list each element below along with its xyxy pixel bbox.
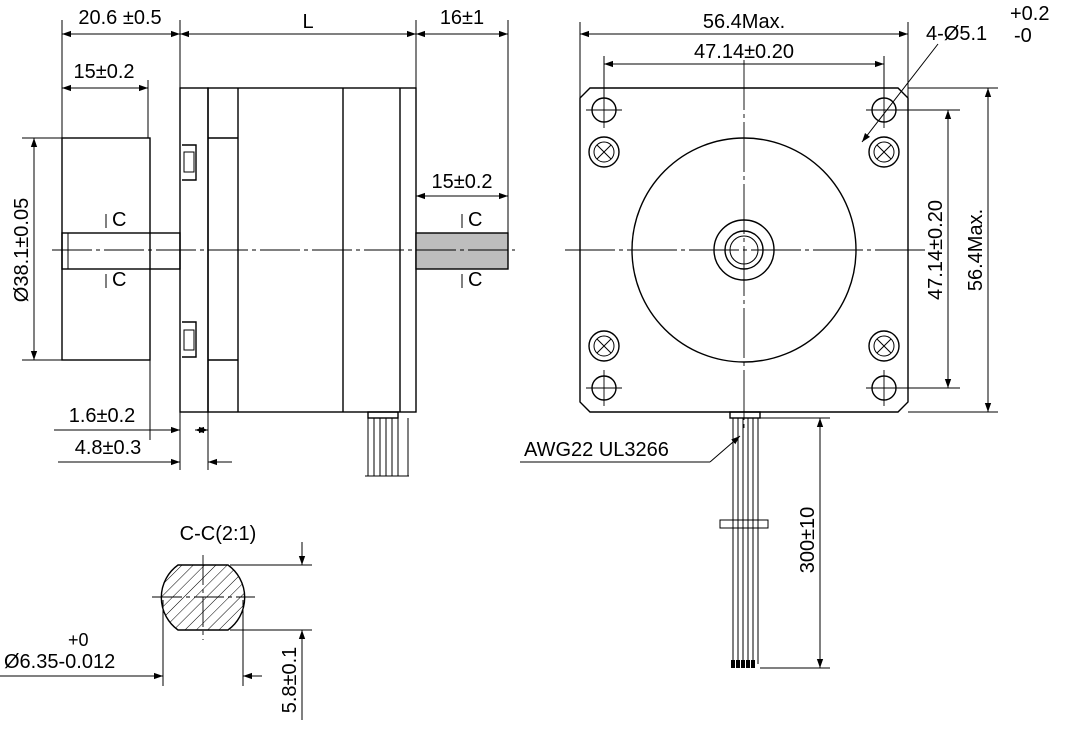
dim-overall-height: 56.4Max. [965,209,987,291]
wire-label: AWG22 UL3266 [524,439,669,461]
section-mark-front-bottom: C [112,269,126,291]
dim-front-shaft-flat: 15±0.2 [73,61,134,83]
front-view: 56.4Max. 47.14±0.20 4-Ø5.1 +0.2 -0 47.14… [520,3,1049,669]
dim-lead-length: 300±10 [797,507,819,574]
side-view: 20.6 ±0.5 L 16±1 15±0.2 15±0.2 C C C C Ø… [11,7,515,477]
section-mark-rear-top: C [468,209,482,231]
dim-shaft-diameter: Ø6.35-0.012 [4,651,115,673]
flange-tab-lower [182,321,197,358]
lead-wires-front [719,418,769,668]
dim-holes-tol-lower: -0 [1014,25,1032,47]
front-lead-connector [729,411,761,419]
dim-rear-shaft-flat: 15±0.2 [431,171,492,193]
front-boss-outline [61,137,151,361]
section-mark-front-top: C [112,209,126,231]
section-title: C-C(2:1) [180,523,257,545]
dim-rear-shaft: 16±1 [440,7,484,29]
section-view: C-C(2:1) 5.8±0.1 +0 Ø6.35-0.012 [0,523,312,720]
lead-connector [367,411,399,419]
dim-body-length: L [302,11,313,33]
screws [588,136,900,362]
dim-overall-width: 56.4Max. [703,11,785,33]
lead-wires-side [365,418,409,477]
front-shaft-outline [61,232,181,270]
flange-tab-upper [182,144,197,181]
dim-flange-thickness: 1.6±0.2 [69,405,136,427]
dim-pilot-diameter: Ø38.1±0.05 [11,198,33,302]
dim-hole-spacing-v: 47.14±0.20 [925,200,947,300]
section-mark-rear-bottom: C [468,269,482,291]
dim-flat-width: 5.8±0.1 [279,647,301,714]
dim-holes-label: 4-Ø5.1 [926,23,987,45]
dim-boss-height: 4.8±0.3 [75,437,142,459]
dim-front-boss: 20.6 ±0.5 [78,7,161,29]
rear-shaft [415,232,509,270]
dim-shaft-tol-upper: +0 [68,630,89,650]
dim-holes-tol-upper: +0.2 [1010,3,1049,25]
dim-hole-spacing-h: 47.14±0.20 [694,41,794,63]
